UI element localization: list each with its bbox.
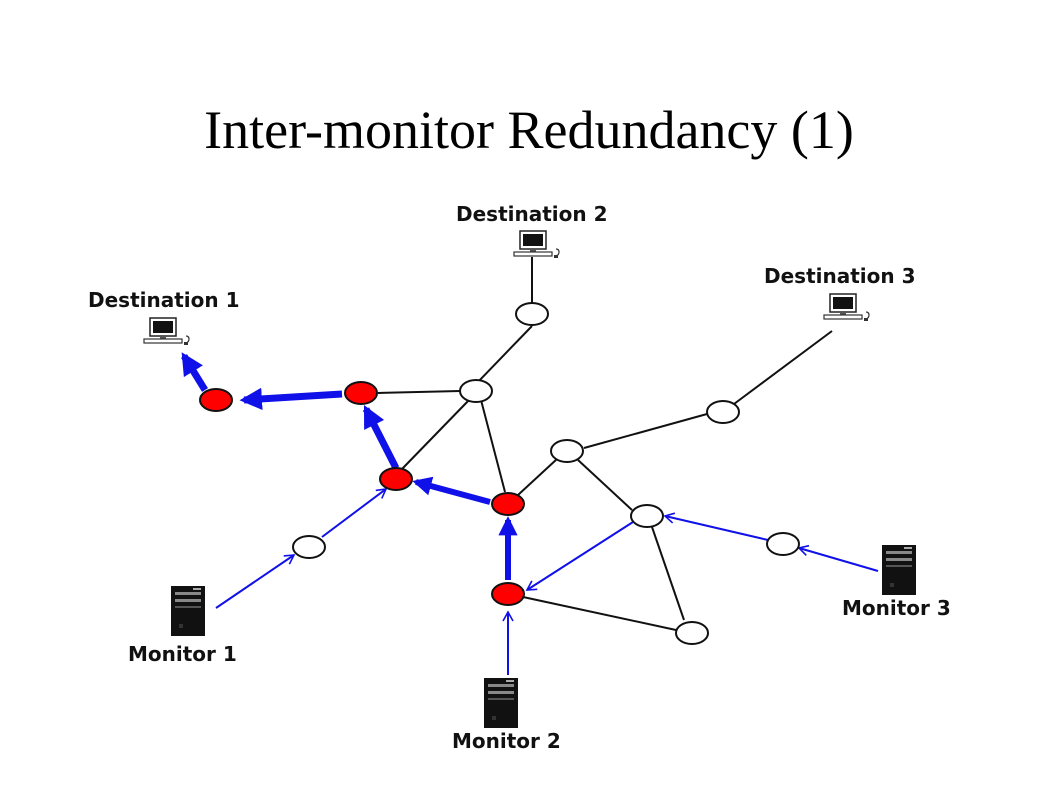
node-g	[675, 621, 709, 645]
link-hub-r4	[480, 399, 506, 493]
path-r2-r1	[239, 387, 343, 411]
node-f	[766, 532, 800, 556]
node-r4	[491, 492, 525, 516]
destination-3-computer-icon	[823, 293, 870, 322]
label-destination-3: Destination 3	[764, 264, 916, 288]
node-r5	[491, 582, 525, 606]
link-r4-c	[517, 458, 558, 496]
label-destination-2: Destination 2	[456, 202, 608, 226]
node-r3	[379, 467, 413, 491]
path-f-e	[663, 512, 769, 541]
monitor-paths	[181, 352, 879, 675]
path-r4-r3	[412, 476, 491, 505]
network-links	[377, 257, 833, 631]
path-n3-r3	[321, 488, 388, 538]
slide-title: Inter-monitor Redundancy (1)	[204, 100, 854, 160]
link-hub-r3	[401, 398, 471, 470]
link-n1-hub	[475, 325, 533, 385]
destination-1-computer-icon	[143, 317, 190, 346]
active-nodes	[199, 381, 525, 606]
path-monitor3-f	[797, 544, 879, 572]
label-monitor-1: Monitor 1	[128, 642, 237, 666]
destination-2-computer-icon	[513, 230, 560, 259]
link-e-g	[651, 526, 685, 621]
link-r2-hub	[377, 390, 461, 394]
path-e-r5	[525, 521, 634, 591]
label-destination-1: Destination 1	[88, 288, 240, 312]
path-monitor1-n3	[215, 554, 296, 609]
link-n2-dest3	[733, 330, 833, 405]
node-r2	[344, 381, 378, 405]
monitor-3-server-icon	[882, 545, 916, 595]
node-e	[630, 504, 664, 528]
node-n3	[292, 535, 326, 559]
monitor-1-server-icon	[171, 586, 205, 636]
node-n2	[706, 400, 740, 424]
link-c-n2	[583, 413, 708, 449]
path-r3-r2	[362, 405, 400, 470]
path-r1-dest1	[181, 352, 208, 392]
label-monitor-2: Monitor 2	[452, 729, 561, 753]
label-monitor-3: Monitor 3	[842, 596, 951, 620]
monitor-2-server-icon	[484, 678, 518, 728]
node-c	[550, 439, 584, 463]
node-hub	[459, 379, 493, 403]
idle-nodes	[292, 302, 800, 645]
node-n1	[515, 302, 549, 326]
link-c-e	[577, 459, 633, 511]
node-r1	[199, 388, 233, 412]
link-r5-g	[522, 596, 677, 631]
